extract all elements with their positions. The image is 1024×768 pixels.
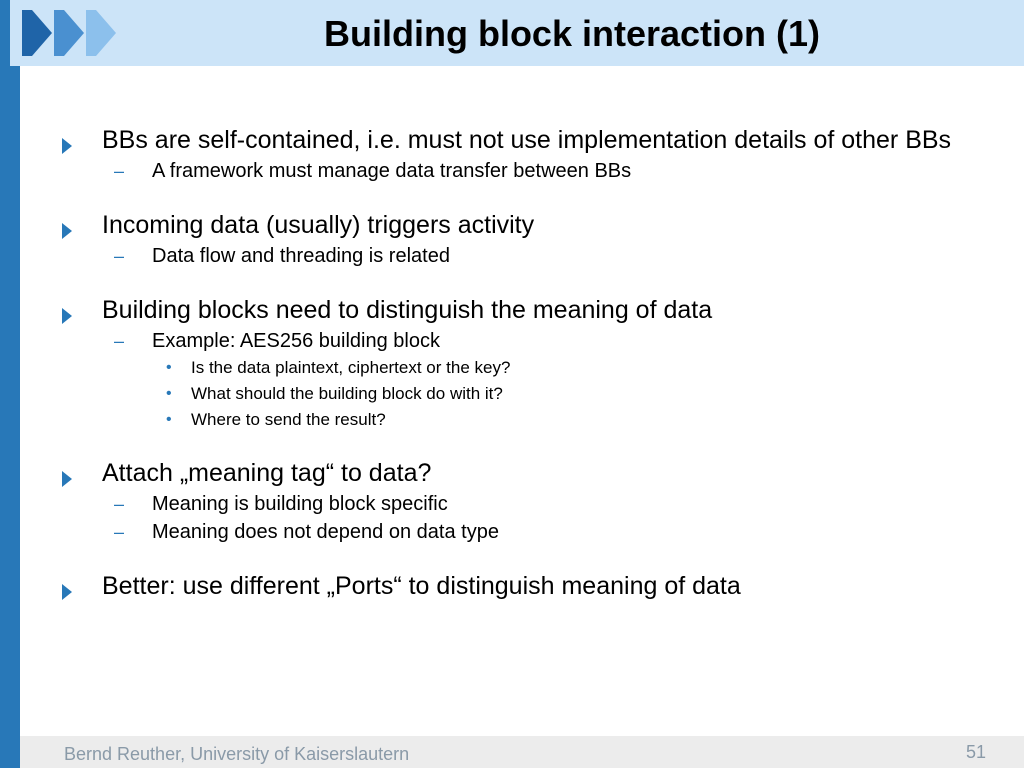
dash-bullet-icon: – xyxy=(114,494,125,514)
bullet-item: Better: use different „Ports“ to disting… xyxy=(62,572,962,600)
sub-bullet-text: A framework must manage data transfer be… xyxy=(152,160,632,182)
dash-bullet-icon: – xyxy=(114,331,125,351)
bullet-item: BBs are self-contained, i.e. must not us… xyxy=(62,126,962,154)
bullet-text: Building blocks need to distinguish the … xyxy=(102,296,713,324)
triangle-bullet-icon xyxy=(62,302,72,330)
page-number: 51 xyxy=(965,742,986,762)
sub-bullet-text: Data flow and threading is related xyxy=(152,245,450,267)
sub-bullet-item: – Data flow and threading is related xyxy=(62,242,962,270)
bullet-text: BBs are self-contained, i.e. must not us… xyxy=(102,126,952,154)
sub-bullet-item: – Meaning is building block specific xyxy=(62,490,962,518)
dot-bullet-icon: • xyxy=(166,385,172,402)
footer-author: Bernd Reuther, University of Kaiserslaut… xyxy=(64,744,410,764)
sub-bullet-text: Meaning does not depend on data type xyxy=(152,521,499,543)
triangle-bullet-icon xyxy=(62,465,72,493)
dash-bullet-icon: – xyxy=(114,161,125,181)
sub-bullet-item: – Example: AES256 building block xyxy=(62,327,962,355)
dot-bullet-icon: • xyxy=(166,411,172,428)
slide-footer: Bernd Reuther, University of Kaiserslaut… xyxy=(20,736,1024,768)
triangle-bullet-icon xyxy=(62,578,72,606)
left-accent-bar xyxy=(0,0,20,768)
sub-bullet-text: Example: AES256 building block xyxy=(152,330,440,352)
triangle-bullet-icon xyxy=(62,217,72,245)
sub-sub-bullet-text: Where to send the result? xyxy=(191,410,386,429)
dash-bullet-icon: – xyxy=(114,246,125,266)
sub-bullet-item: – Meaning does not depend on data type xyxy=(62,518,962,546)
chevron-arrows-icon xyxy=(22,10,118,56)
slide-content: BBs are self-contained, i.e. must not us… xyxy=(62,126,962,600)
sub-sub-bullet-item: • What should the building block do with… xyxy=(62,381,962,407)
bullet-item: Incoming data (usually) triggers activit… xyxy=(62,211,962,239)
bullet-item: Attach „meaning tag“ to data? xyxy=(62,459,962,487)
dot-bullet-icon: • xyxy=(166,359,172,376)
bullet-item: Building blocks need to distinguish the … xyxy=(62,296,962,324)
triangle-bullet-icon xyxy=(62,132,72,160)
sub-sub-bullet-item: • Where to send the result? xyxy=(62,407,962,433)
sub-sub-bullet-text: Is the data plaintext, ciphertext or the… xyxy=(191,358,511,377)
bullet-text: Better: use different „Ports“ to disting… xyxy=(102,572,741,600)
sub-sub-bullet-text: What should the building block do with i… xyxy=(191,384,503,403)
slide-header: Building block interaction (1) xyxy=(10,0,1024,66)
sub-bullet-item: – A framework must manage data transfer … xyxy=(62,157,962,185)
bullet-text: Attach „meaning tag“ to data? xyxy=(102,459,432,487)
sub-bullet-text: Meaning is building block specific xyxy=(152,493,448,515)
dash-bullet-icon: – xyxy=(114,522,125,542)
sub-sub-bullet-item: • Is the data plaintext, ciphertext or t… xyxy=(62,355,962,381)
slide-title: Building block interaction (1) xyxy=(323,13,821,54)
bullet-text: Incoming data (usually) triggers activit… xyxy=(102,211,535,239)
